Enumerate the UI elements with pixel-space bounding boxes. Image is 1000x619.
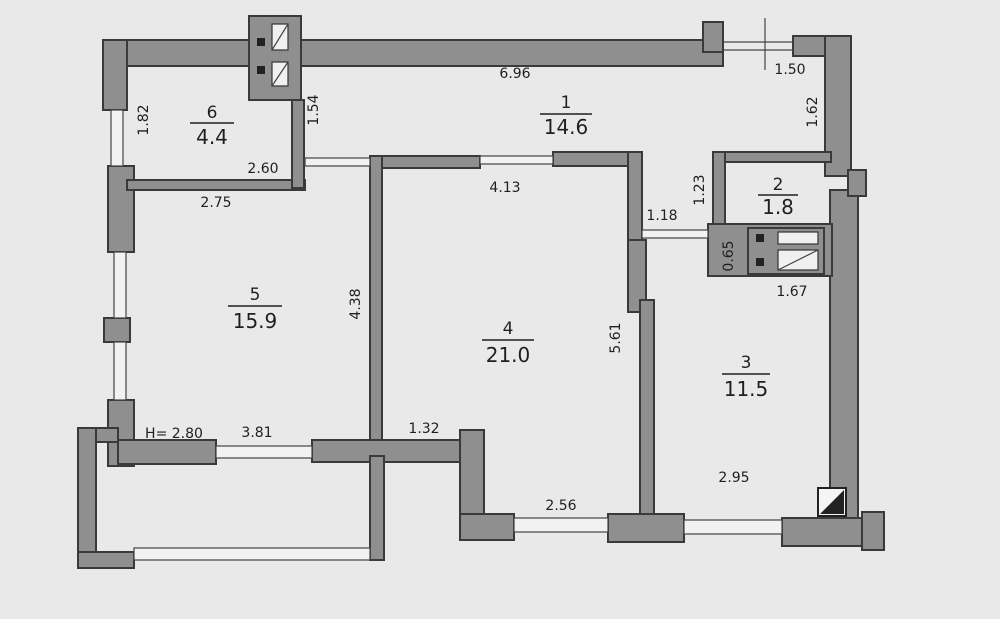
bottom-right-nub <box>861 511 885 551</box>
dim-right-top: 1.50 <box>774 62 805 78</box>
dim-room4-bottom-left: 1.32 <box>408 421 439 437</box>
window-room3 <box>683 519 783 535</box>
window-room6 <box>110 109 124 167</box>
top-wall-nub <box>702 21 724 53</box>
room-4-area: 21.0 <box>486 343 531 367</box>
dim-hall-left-height: 1.54 <box>306 94 322 125</box>
room4-top-wall-left <box>369 155 481 169</box>
dim-room4-top-width: 4.13 <box>489 180 520 196</box>
room-4-number: 4 <box>503 319 514 339</box>
balcony-window <box>133 547 371 561</box>
windows <box>110 18 793 561</box>
dim-room5-height: 4.38 <box>348 288 364 319</box>
room6-right-wall <box>291 99 305 189</box>
room-1-number: 1 <box>561 93 572 113</box>
balcony-door <box>215 445 313 459</box>
left-wall-upper <box>102 39 128 111</box>
room2-left-wall <box>712 151 726 233</box>
dim-room6-width: 2.60 <box>247 161 278 177</box>
dim-room1-width: 6.96 <box>499 66 530 82</box>
dim-kitchen-opening: 1.18 <box>646 208 677 224</box>
partition-4-3-lower <box>639 299 655 523</box>
partition-4-5 <box>369 155 383 447</box>
room-3-number: 3 <box>741 353 752 373</box>
left-wall-pillar <box>103 317 131 343</box>
left-wall-mid <box>107 165 135 253</box>
dim-room4-bottom-width: 2.56 <box>545 498 576 514</box>
room4-bottom-left-wall <box>459 429 485 521</box>
room-labels: 1 14.6 2 1.8 3 11.5 4 21.0 5 15.9 6 4.4 <box>190 93 798 401</box>
dim-right-upper-height: 1.62 <box>805 96 821 127</box>
room2-top-wall <box>712 151 832 163</box>
opening-hall-room4 <box>479 155 554 165</box>
dim-room2-height: 1.23 <box>692 174 708 205</box>
room-2-number: 2 <box>773 175 784 195</box>
opening-hall-room5 <box>304 157 371 167</box>
window-room4 <box>513 517 609 533</box>
room-6-number: 6 <box>207 103 218 123</box>
dimension-labels: 6.96 1.50 1.62 1.82 1.54 2.60 2.75 4.13 … <box>136 62 821 514</box>
room-5-area: 15.9 <box>233 309 278 333</box>
room5-bottom-wall-left <box>117 439 217 465</box>
room6-bottom-wall <box>126 179 306 191</box>
balcony-left-wall <box>77 427 97 569</box>
balcony-right-wall <box>369 455 385 561</box>
partition-4-3-upper <box>627 151 643 243</box>
room4-bottom-wall <box>459 513 515 541</box>
dim-room5-top-width: 2.75 <box>200 195 231 211</box>
top-wall <box>102 39 724 67</box>
room-1-area: 14.6 <box>544 115 589 139</box>
room-2-area: 1.8 <box>762 195 794 219</box>
duct-fill <box>820 490 844 514</box>
room-6-area: 4.4 <box>196 125 228 149</box>
partition-4-3-mid <box>627 239 647 313</box>
dim-vent-width: 1.67 <box>776 284 807 300</box>
opening-hall-kitchen <box>641 229 709 239</box>
room5-bottom-wall-right <box>311 439 483 463</box>
vent-details <box>257 23 819 271</box>
window-room5-upper <box>113 251 127 319</box>
balcony-bottom-left <box>77 551 135 569</box>
dim-room3-width: 2.95 <box>718 470 749 486</box>
room-5-number: 5 <box>250 285 261 305</box>
dim-vent-height: 0.65 <box>721 240 737 271</box>
room-3-area: 11.5 <box>724 377 769 401</box>
window-room5-lower <box>113 341 127 401</box>
ceiling-height: H= 2.80 <box>145 426 203 442</box>
right-wall-lower <box>829 189 859 521</box>
dim-room4-height: 5.61 <box>608 322 624 353</box>
dim-room6-height: 1.82 <box>136 104 152 135</box>
right-wall-nub <box>847 169 867 197</box>
dim-room5-bottom-width: 3.81 <box>241 425 272 441</box>
room4-3-bottom-wall <box>607 513 685 543</box>
